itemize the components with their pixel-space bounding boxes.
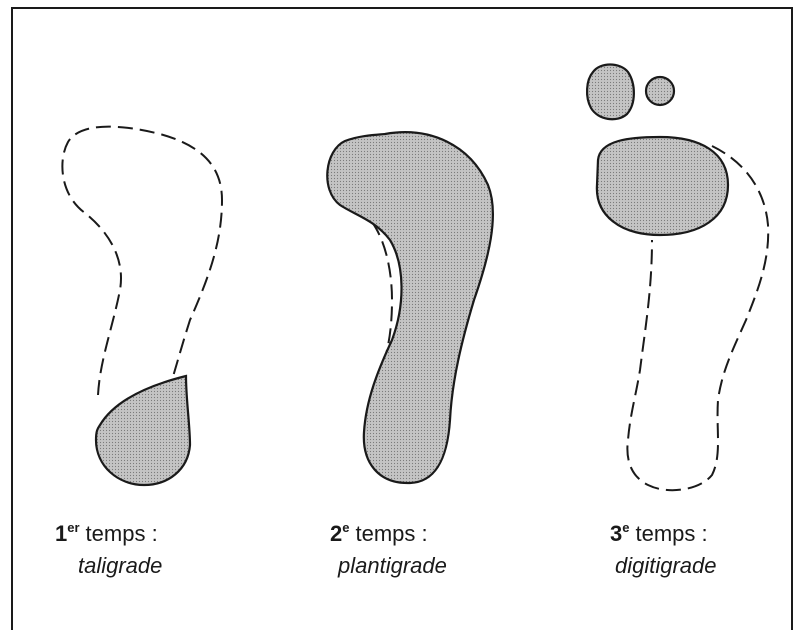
phase-name: taligrade	[78, 553, 162, 578]
phase-number: 1	[55, 521, 67, 546]
caption-heading: 3e temps :	[610, 520, 708, 546]
phase-ordinal-suffix: e	[342, 520, 349, 535]
phase-word: temps :	[86, 521, 158, 546]
second-toe-contact	[646, 77, 674, 105]
phase-word: temps :	[355, 521, 427, 546]
phase-name: digitigrade	[615, 553, 717, 578]
forefoot-contact-area	[597, 137, 728, 235]
big-toe-contact	[587, 65, 634, 120]
panel-digitigrade	[587, 65, 768, 491]
phase-name: plantigrade	[337, 553, 447, 578]
phase-ordinal-suffix: er	[67, 520, 79, 535]
foot-outline-dashed	[62, 127, 222, 395]
caption-digitigrade: 3e temps : digitigrade	[610, 520, 717, 578]
panel-taligrade	[62, 127, 222, 485]
phase-ordinal-suffix: e	[622, 520, 629, 535]
panel-plantigrade	[327, 132, 493, 483]
phase-number: 3	[610, 521, 622, 546]
caption-plantigrade: 2e temps : plantigrade	[330, 520, 447, 578]
phase-word: temps :	[635, 521, 707, 546]
phase-number: 2	[330, 521, 342, 546]
caption-heading: 1er temps :	[55, 520, 158, 546]
caption-heading: 2e temps :	[330, 520, 428, 546]
full-sole-contact-area	[327, 132, 493, 483]
caption-taligrade: 1er temps : taligrade	[55, 520, 162, 578]
heel-contact-area	[96, 376, 190, 485]
